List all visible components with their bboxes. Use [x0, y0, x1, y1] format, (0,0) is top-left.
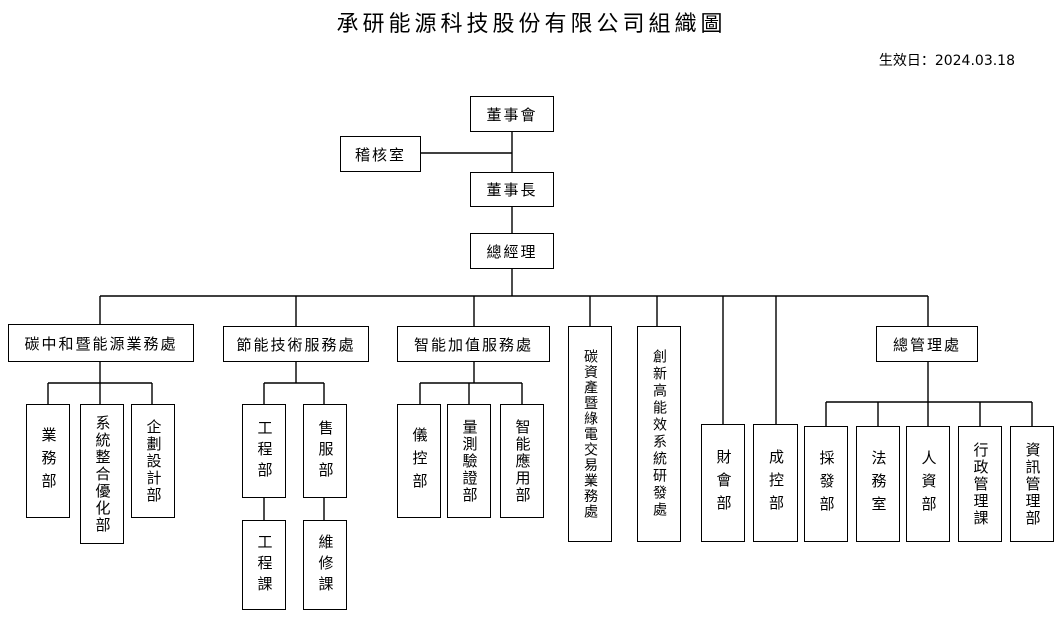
- measurement-verification-dept-box: 量測驗證部: [447, 404, 491, 518]
- effective-date-prefix: 生效日：: [878, 53, 935, 69]
- chart-title: 承研能源科技股份有限公司組織圖: [336, 12, 727, 37]
- admin-management-section-box: 行政管理課: [958, 426, 1002, 542]
- it-management-dept-box: 資訊管理部: [1010, 426, 1054, 542]
- planning-design-dept-box: 企劃設計部: [131, 404, 175, 518]
- chairman-box: 董事長: [470, 172, 554, 207]
- procurement-dept-box: 採發部: [804, 426, 848, 542]
- effective-date-value: 2024.03.18: [934, 53, 1015, 69]
- general-admin-division-box: 總管理處: [876, 326, 978, 362]
- carbon-neutral-division-box: 碳中和暨能源業務處: [8, 324, 194, 362]
- sales-dept-box: 業務部: [26, 404, 70, 518]
- smart-value-division-box: 智能加值服務處: [397, 326, 550, 362]
- system-optimization-dept-box: 系統整合優化部: [80, 404, 124, 544]
- smart-application-dept-box: 智能應用部: [500, 404, 544, 518]
- cost-control-dept-box: 成控部: [753, 424, 798, 542]
- general-manager-box: 總經理: [470, 233, 554, 269]
- after-sales-dept-box: 售服部: [303, 404, 347, 498]
- instrument-control-dept-box: 儀控部: [397, 404, 441, 518]
- energy-saving-division-box: 節能技術服務處: [223, 326, 369, 362]
- carbon-asset-division-box: 碳資產暨綠電交易業務處: [568, 326, 612, 542]
- engineering-dept-box: 工程部: [242, 404, 286, 498]
- hr-dept-box: 人資部: [906, 426, 950, 542]
- innovation-division-box: 創新高能效系統研發處: [637, 326, 681, 542]
- effective-date-label: 生效日：2024.03.18: [879, 50, 1015, 70]
- board-of-directors-box: 董事會: [470, 96, 554, 132]
- legal-office-box: 法務室: [856, 426, 900, 542]
- maintenance-section-box: 維修課: [303, 520, 347, 610]
- engineering-section-box: 工程課: [242, 520, 286, 610]
- audit-office-box: 稽核室: [340, 136, 421, 172]
- finance-dept-box: 財會部: [701, 424, 745, 542]
